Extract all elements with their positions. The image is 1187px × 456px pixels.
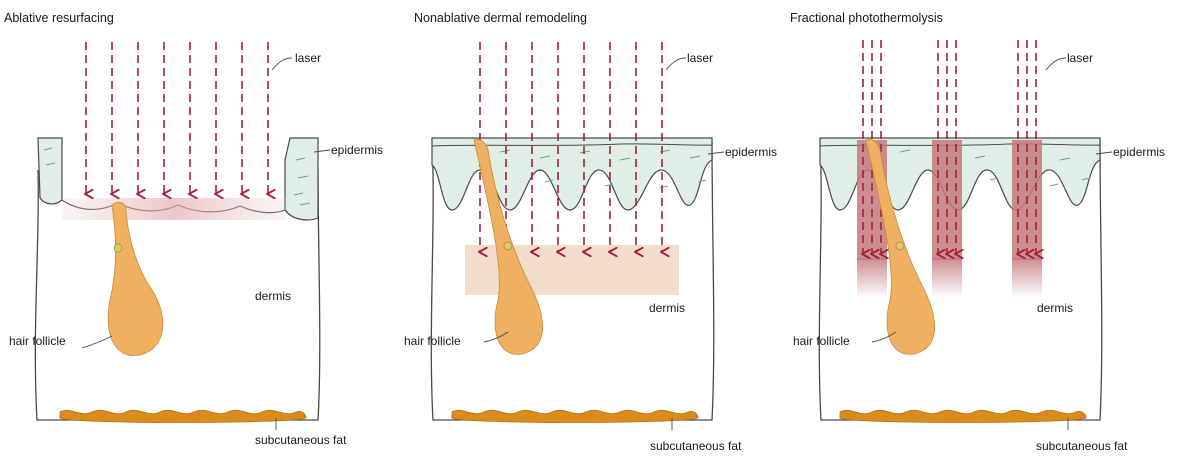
dermis-label: dermis (255, 289, 291, 303)
hair-follicle-label: hair follicle (404, 334, 461, 348)
laser-label: laser (1067, 51, 1093, 65)
leader-lines (872, 58, 1112, 430)
epidermis-label: epidermis (1113, 145, 1165, 159)
laser-label: laser (687, 51, 713, 65)
dermis-label: dermis (649, 301, 685, 315)
subcutaneous-fat-label: subcutaneous fat (255, 433, 347, 447)
panel-title: Ablative resurfacing (4, 11, 114, 25)
epidermis-left-stub (38, 138, 62, 204)
subcutaneous-fat (840, 410, 1086, 422)
sebaceous-gland (114, 244, 122, 252)
ablated-zone (62, 198, 286, 220)
dermis-label: dermis (1037, 301, 1073, 315)
hair-follicle-label: hair follicle (793, 334, 850, 348)
subcutaneous-fat (60, 410, 306, 422)
panel-title: Nonablative dermal remodeling (414, 11, 587, 25)
subcutaneous-fat-label: subcutaneous fat (650, 439, 742, 453)
epidermis-layer (432, 138, 712, 210)
subcutaneous-fat (452, 410, 698, 422)
sebaceous-gland (896, 242, 904, 250)
subcutaneous-fat-label: subcutaneous fat (1036, 439, 1128, 453)
panel-ablative-resurfacing: Ablative resurfacing (4, 11, 383, 447)
epidermis-right-stub (285, 138, 318, 220)
laser-label: laser (295, 51, 321, 65)
laser-beams (86, 42, 268, 194)
sebaceous-gland (504, 242, 512, 250)
panel-fractional-photothermolysis: Fractional photothermolysis (790, 11, 1165, 453)
panel-nonablative-dermal-remodeling: Nonablative dermal remodeling (404, 11, 777, 453)
panel-title: Fractional photothermolysis (790, 11, 943, 25)
epidermis-label: epidermis (331, 143, 383, 157)
epidermis-hatch (44, 148, 310, 205)
hair-follicle (108, 202, 163, 355)
leader-lines (484, 58, 724, 430)
hair-follicle-label: hair follicle (9, 334, 66, 348)
epidermis-label: epidermis (725, 145, 777, 159)
